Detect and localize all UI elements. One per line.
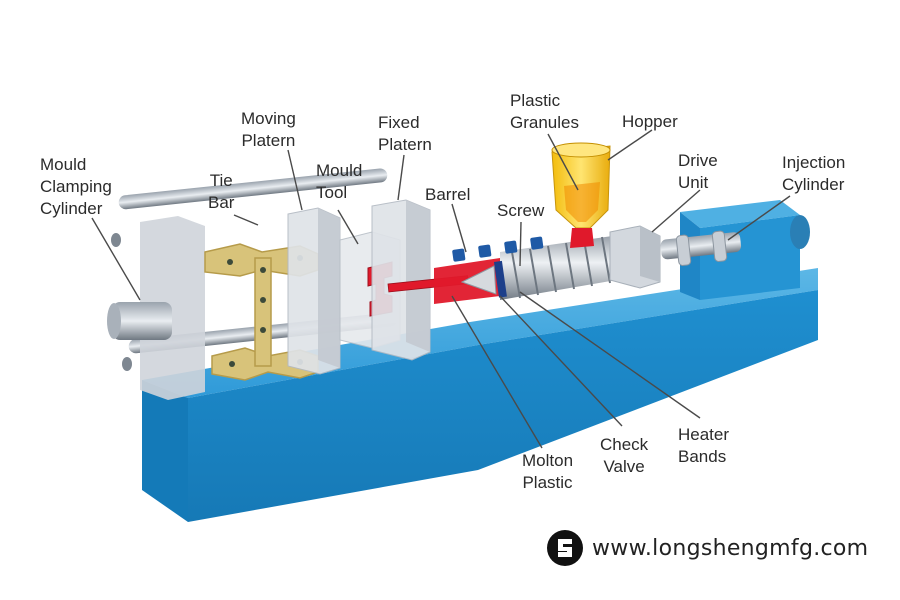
base-front-face [188, 290, 818, 522]
drive-unit-side [640, 226, 660, 282]
tie-bar-end-upper [111, 233, 121, 247]
label-heater-bands: Heater Bands [678, 424, 729, 468]
label-line: Check [600, 435, 649, 454]
label-line: Bar [208, 193, 235, 212]
hopper [551, 142, 611, 248]
leader-screw [519, 221, 522, 267]
leader-plastic-granules [547, 133, 579, 191]
label-molton-plastic: Molton Plastic [522, 450, 573, 494]
label-line: Unit [678, 173, 709, 192]
injection-cylinder [660, 230, 742, 266]
linkage-pin [260, 297, 266, 303]
heater-bands [452, 236, 544, 262]
label-line: Drive [678, 151, 718, 170]
leader-barrel [451, 203, 467, 253]
clamp-block [140, 216, 205, 400]
label-fixed-platern: Fixed Platern [378, 112, 432, 156]
label-line: Hopper [622, 112, 678, 131]
label-line: Clamping [40, 177, 112, 196]
label-injection-cylinder: Injection Cylinder [782, 152, 845, 196]
label-line: Tool [316, 183, 348, 202]
label-tie-bar: Tie Bar [208, 170, 234, 214]
label-barrel: Barrel [425, 184, 470, 206]
barrel-assembly [434, 232, 640, 304]
label-line: Cylinder [40, 199, 103, 218]
label-line: Platern [378, 135, 432, 154]
linkage-pin [260, 267, 266, 273]
linkage-pin [260, 327, 266, 333]
label-line: Heater [678, 425, 730, 444]
label-line: Plastic [510, 91, 561, 110]
leader-moving-platern [287, 149, 303, 211]
hopper-throat-molten [570, 228, 594, 248]
longsheng-logo-icon [547, 530, 583, 566]
watermark-url[interactable]: www.longshengmfg.com [592, 535, 869, 561]
label-screw: Screw [497, 200, 544, 222]
label-drive-unit: Drive Unit [678, 150, 718, 194]
label-line: Moving [241, 109, 296, 128]
label-line: Mould [316, 161, 363, 180]
leader-check-valve [499, 295, 623, 427]
leader-mould-tool [337, 209, 359, 245]
machine-base [142, 268, 818, 522]
tie-bar-end-lower [122, 357, 132, 371]
label-moving-platern: Moving Platern [241, 108, 296, 152]
heater-band [530, 236, 544, 250]
plastic-granules [564, 182, 600, 222]
clamp-ram-face [107, 303, 121, 339]
injection-collar [675, 234, 692, 266]
linkage-pin [227, 259, 233, 265]
label-hopper: Hopper [622, 111, 678, 133]
heater-band [478, 244, 492, 258]
label-plastic-granules: Plastic Granules [510, 90, 579, 134]
heater-band [504, 240, 518, 254]
injection-collar [711, 230, 728, 262]
label-line: Platern [241, 131, 296, 150]
label-check-valve: Check Valve [600, 434, 648, 478]
heater-band [452, 248, 466, 262]
label-line: Mould [40, 155, 87, 174]
leader-lines [91, 129, 791, 449]
leader-mould-clamping-cylinder [91, 217, 141, 301]
tie-bar-upper [118, 168, 388, 210]
label-line: Valve [603, 457, 645, 476]
label-line: Fixed [378, 113, 420, 132]
leader-tie-bar [233, 214, 259, 226]
label-line: Injection [782, 153, 846, 172]
watermark: www.longshengmfg.com [546, 528, 868, 568]
leader-injection-cylinder [727, 195, 791, 241]
leader-drive-unit [651, 189, 701, 233]
label-line: Molton [522, 451, 574, 470]
check-valve-ring [493, 260, 507, 298]
label-line: Cylinder [782, 175, 845, 194]
linkage-vertical [254, 257, 272, 367]
hopper-rim [551, 142, 611, 158]
label-line: Screw [497, 201, 545, 220]
label-mould-tool: Mould Tool [316, 160, 362, 204]
housing-top [680, 200, 800, 228]
drive-unit [609, 225, 661, 289]
label-line: Barrel [425, 185, 471, 204]
fixed-platen [371, 199, 431, 361]
leader-molton-plastic [451, 295, 543, 449]
leader-heater-bands [519, 291, 701, 419]
label-line: Bands [678, 447, 727, 466]
leader-fixed-platern [397, 154, 405, 201]
screw-tip [460, 265, 497, 295]
clamp-ram [112, 302, 172, 340]
leader-hopper [607, 129, 653, 161]
fixed-platen-side [406, 200, 430, 352]
moving-platen [287, 207, 341, 375]
clamping-cylinder [107, 216, 205, 400]
label-line: Granules [510, 113, 579, 132]
moving-platen-side [318, 208, 340, 368]
base-side-face [142, 380, 188, 522]
label-mould-clamping-cylinder: Mould Clamping Cylinder [40, 154, 112, 220]
label-line: Plastic [522, 473, 573, 492]
linkage-pin [229, 361, 235, 367]
injection-cylinder-end [790, 215, 810, 249]
label-line: Tie [209, 171, 233, 190]
